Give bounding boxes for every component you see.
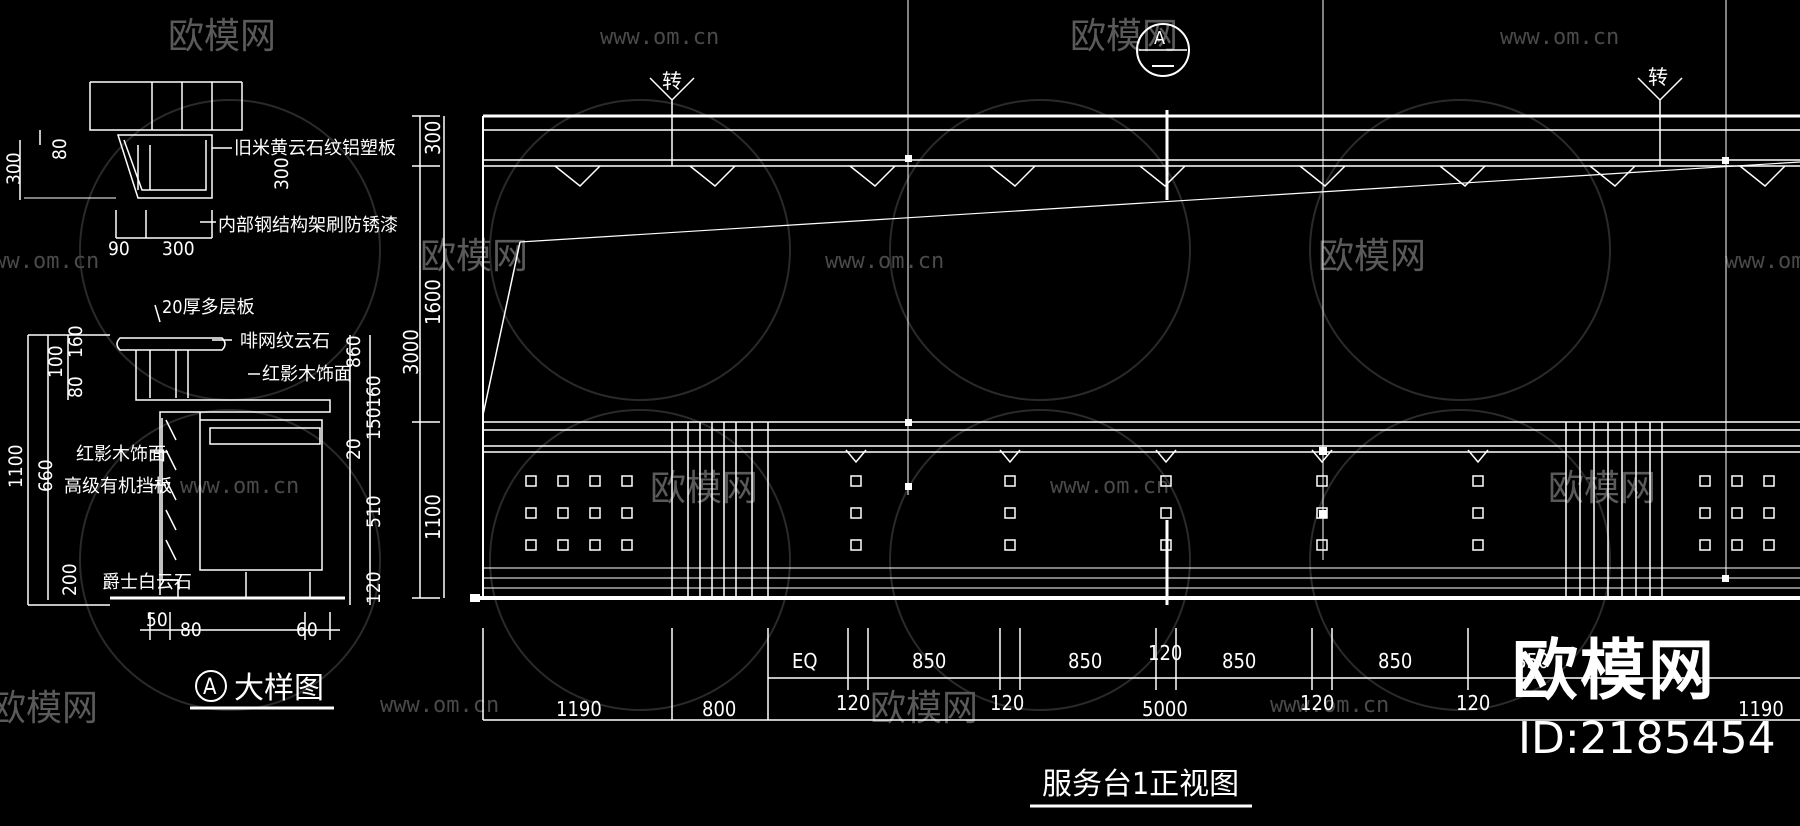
turn-label: 转 (662, 69, 682, 93)
dim-label: 300 (162, 238, 195, 260)
top-dim-label: 850 (1068, 649, 1102, 673)
elevation-panel-squares (525, 475, 1775, 551)
dim-label: 120 (363, 571, 385, 604)
watermark-url: www.om.cn (1050, 474, 1169, 499)
top-dim-label: 850 (1515, 649, 1549, 673)
dim-label: 300 (271, 157, 293, 190)
watermark-url: www.om.cn (600, 25, 719, 50)
dim-label: 60 (296, 619, 318, 641)
detail-drawing (19, 81, 371, 640)
detail-title: A 大样图 (190, 670, 334, 710)
callout-label: 爵士白云石 (102, 572, 192, 593)
left-dim-label: 1600 (421, 279, 445, 325)
callout-label: 红影木饰面 (76, 444, 166, 465)
dim-label: 860 (343, 335, 365, 368)
top-dim-label: 120 (1148, 641, 1182, 665)
dim-label: 80 (180, 619, 202, 641)
dim-label: 50 (146, 609, 168, 631)
elevation-title-text: 服务台1正视图 (1042, 767, 1239, 802)
watermark-url: www.om.cn (380, 693, 499, 718)
brand-name: 欧模网 (1512, 632, 1716, 709)
section-mark-circle (1136, 23, 1190, 77)
dim-label: 510 (363, 495, 385, 528)
dim-label: 1100 (5, 445, 27, 489)
callout-label: 红影木饰面 (262, 364, 352, 385)
dim-label: 150 (363, 407, 385, 440)
callout-label: 旧米黄云石纹铝塑板 (234, 138, 396, 159)
watermark-url: www.om.cn (825, 249, 944, 274)
callout-label: 内部钢结构架刷防锈漆 (218, 215, 398, 236)
bottom-dim-label: 5000 (1142, 697, 1188, 721)
detail-title-text: 大样图 (234, 671, 324, 706)
section-mark: A (1136, 23, 1190, 77)
watermark-url: www.om.cn (180, 474, 299, 499)
section-mark-label: A (1154, 28, 1165, 49)
top-dim-label: 850 (912, 649, 946, 673)
bottom-dim-label: 120 (990, 691, 1024, 715)
watermark-brand: 欧模网 (1318, 236, 1426, 277)
turn-label: 转 (1648, 65, 1668, 89)
brand-id: ID:2185454 (1518, 713, 1776, 764)
top-dim-label: 850 (1222, 649, 1256, 673)
watermark-url: www.om.cn (1500, 25, 1619, 50)
watermark-brand: 欧模网 (1548, 468, 1656, 509)
brand-watermark: 欧模网 ID:2185454 (1512, 632, 1800, 782)
detail-callouts: 旧米黄云石纹铝塑板 内部钢结构架刷防锈漆 20厚多层板 啡网纹云石 红影木饰面 … (64, 138, 398, 593)
dim-label: 660 (35, 459, 57, 492)
detail-title-circle (195, 670, 227, 702)
watermark-brand: 欧模网 (650, 468, 758, 509)
left-dim-label: 1100 (421, 494, 445, 540)
watermark-brand-group: 欧模网 欧模网 欧模网 欧模网 欧模网 欧模网 欧模网 欧模网 (0, 16, 1656, 729)
detail-dims: 300 80 300 90 300 100 160 80 1100 660 20… (3, 138, 385, 641)
bottom-dim-label: 120 (1456, 691, 1490, 715)
bottom-dim-label: 120 (836, 691, 870, 715)
dim-label: 160 (65, 325, 87, 358)
bottom-dim-label: 1190 (556, 697, 602, 721)
callout-label: 啡网纹云石 (240, 331, 330, 352)
bottom-dim-label: 1190 (1738, 697, 1784, 721)
dim-label: 300 (3, 152, 25, 185)
elevation-points (470, 155, 1729, 602)
top-dim-label: 850 (1378, 649, 1412, 673)
dim-label: 80 (65, 376, 87, 398)
watermark-brand: 欧模网 (0, 688, 98, 729)
top-dim-label: EQ (792, 649, 818, 673)
dim-label: 90 (108, 238, 130, 260)
left-dim-label: 3000 (399, 329, 423, 375)
watermark-brand: 欧模网 (870, 688, 978, 729)
dim-label: 200 (59, 563, 81, 596)
elevation-title: 服务台1正视图 (1030, 767, 1252, 808)
dim-label: 80 (49, 138, 71, 160)
bottom-dim-label: 120 (1300, 691, 1334, 715)
elevation-drawing (412, 0, 1800, 721)
dim-label: 100 (45, 345, 67, 378)
watermark-url: www.om.cn (1725, 249, 1800, 274)
watermark-url: www.om.cn (1270, 693, 1389, 718)
dim-label: 20 (343, 438, 365, 460)
watermark-url: www.om.cn (0, 249, 99, 274)
elevation-labels: 转 转 300 1600 3000 1100 EQ 850 850 120 85… (399, 65, 1784, 721)
left-dim-label: 300 (421, 121, 445, 155)
callout-label: 20厚多层板 (162, 297, 255, 318)
watermark-brand: 欧模网 (168, 16, 276, 57)
dim-label: 160 (363, 375, 385, 408)
detail-title-mark: A (203, 675, 217, 700)
bottom-dim-label: 800 (702, 697, 736, 721)
callout-label: 高级有机挡板 (64, 476, 172, 497)
watermark-brand: 欧模网 (420, 236, 528, 277)
